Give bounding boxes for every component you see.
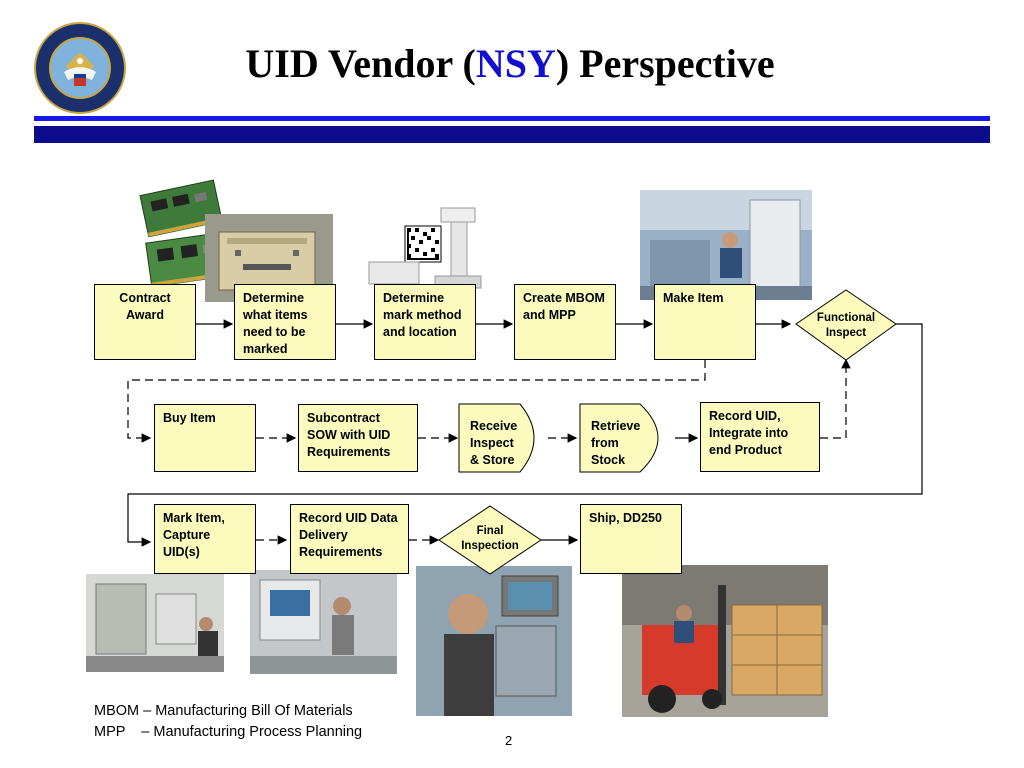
inspection-photo [416, 566, 572, 716]
record-data-box: Record UID Data Delivery Requirements [290, 504, 409, 574]
determine-mark-box: Determine mark method and location [374, 284, 476, 360]
final-inspection-label: Final Inspection [461, 525, 519, 552]
title-accent: NSY [475, 41, 556, 86]
page-title: UID Vendor (NSY) Perspective [245, 41, 775, 86]
retrieve-label: Retrieve from Stock [591, 419, 641, 467]
header-rule-thin [34, 116, 990, 121]
receive-label: Receive Inspect & Store [470, 419, 518, 467]
buy-item-box: Buy Item [154, 404, 256, 472]
lab-photo-2 [250, 570, 397, 674]
ship-box: Ship, DD250 [580, 504, 682, 574]
note-mbom: MBOM – Manufacturing Bill Of Materials [94, 703, 353, 719]
workshop-photo-top [640, 190, 812, 300]
mark-item-box: Mark Item, Capture UID(s) [154, 504, 256, 574]
page-number: 2 [505, 733, 513, 748]
functional-inspect-label: Functional Inspect [816, 312, 876, 339]
forklift-photo [622, 565, 828, 717]
functional-inspect-diamond [795, 289, 897, 361]
header-rule-thick [34, 126, 990, 143]
record-uid-box: Record UID, Integrate into end Product [700, 402, 820, 472]
make-item-box: Make Item [654, 284, 756, 360]
solid-loop [127, 323, 923, 547]
dod-seal [34, 22, 126, 114]
dashed-up [820, 358, 851, 439]
final-inspection-diamond [438, 505, 542, 575]
create-mbom-box: Create MBOM and MPP [514, 284, 616, 360]
lab-photo-1 [86, 574, 224, 672]
marking-machine-photo [365, 188, 485, 298]
circuit-boards-photo [138, 176, 283, 288]
determine-items-box: Determine what items need to be marked [234, 284, 336, 360]
receive-shape [458, 403, 535, 473]
contract-award-box: Contract Award [94, 284, 196, 360]
retrieve-shape [579, 403, 659, 473]
note-mpp: MPP – Manufacturing Process Planning [94, 724, 363, 740]
subcontract-box: Subcontract SOW with UID Requirements [298, 404, 418, 472]
dashed-loop [127, 360, 706, 443]
